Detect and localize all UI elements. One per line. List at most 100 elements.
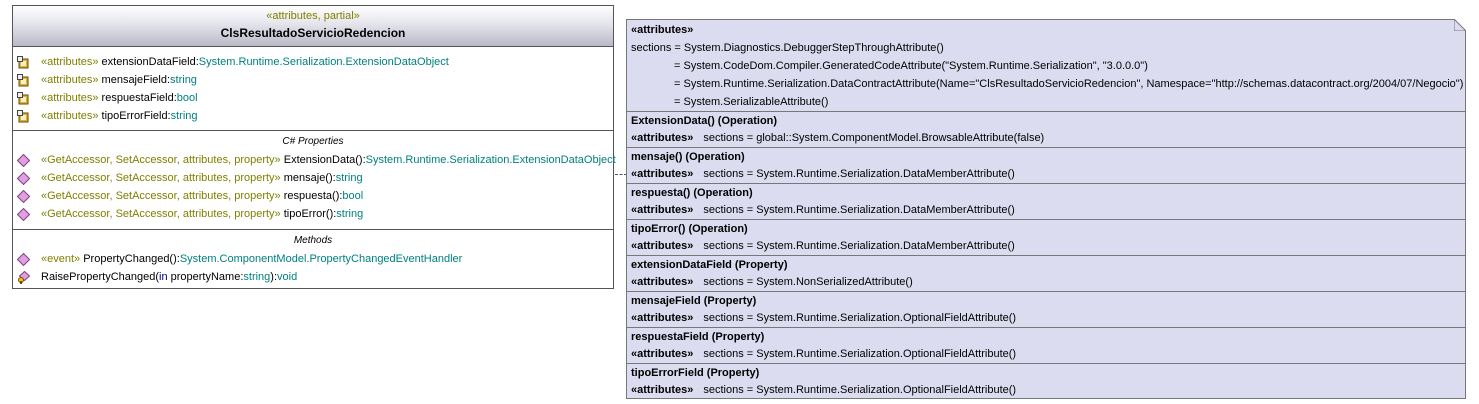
note-entry-stereotype: «attributes»: [631, 240, 694, 252]
property-type: string: [336, 208, 364, 220]
note-entry-stereotype: «attributes»: [631, 132, 694, 144]
field-name: respuestaField:: [98, 92, 177, 104]
private-field-lock-icon: [17, 92, 29, 105]
property-stereotype: «GetAccessor, SetAccessor, attributes, p…: [41, 154, 281, 166]
field-name: extensionDataField:: [98, 56, 199, 68]
note-connector: [615, 174, 627, 175]
private-field-lock-icon: [17, 110, 29, 123]
method-type: System.ComponentModel.PropertyChangedEve…: [179, 253, 463, 265]
note-entry-title: mensaje() (Operation): [627, 147, 1465, 165]
note-entry-stereotype: «attributes»: [631, 204, 694, 216]
property-type: bool: [342, 190, 364, 202]
note-entry-attribute: «attributes» sections = System.Runtime.Se…: [627, 309, 1465, 327]
private-method-icon: [18, 271, 30, 284]
note-top-section: «attributes» sections = System.Diagnosti…: [627, 20, 1465, 111]
note-entry-value: sections = System.Runtime.Serialization.…: [703, 168, 1015, 180]
note-entry-value: sections = System.Runtime.Serialization.…: [703, 348, 1017, 360]
property-diamond-icon: [17, 154, 30, 167]
field-type: System.Runtime.Serialization.ExtensionDa…: [198, 56, 449, 68]
property-type: System.Runtime.Serialization.ExtensionDa…: [365, 154, 616, 166]
property-stereotype: «GetAccessor, SetAccessor, attributes, p…: [41, 208, 281, 220]
note-line: = System.CodeDom.Compiler.GeneratedCodeA…: [674, 60, 1148, 72]
property-name: tipoError():: [280, 208, 337, 220]
param-direction: in: [159, 271, 168, 283]
field-stereotype: «attributes»: [41, 92, 99, 104]
event-diamond-icon: [17, 253, 30, 266]
field-row[interactable]: «attributes» respuestaField:bool: [13, 89, 613, 107]
property-row[interactable]: «GetAccessor, SetAccessor, attributes, p…: [13, 151, 616, 169]
note-entry-title: respuestaField (Property): [627, 327, 1465, 345]
property-diamond-icon: [17, 190, 30, 203]
method-stereotype: «event»: [41, 253, 81, 265]
return-type: void: [277, 271, 298, 283]
property-row[interactable]: «GetAccessor, SetAccessor, attributes, p…: [13, 169, 613, 187]
note-entry-value: sections = System.Runtime.Serialization.…: [703, 240, 1015, 252]
private-field-lock-icon: [17, 56, 29, 69]
property-stereotype: «GetAccessor, SetAccessor, attributes, p…: [41, 172, 281, 184]
field-name: tipoErrorField:: [98, 110, 171, 122]
note-entry-attribute: «attributes» sections = global::System.Co…: [627, 129, 1465, 147]
note-entry-value: sections = System.Runtime.Serialization.…: [703, 384, 1017, 396]
class-box[interactable]: «attributes, partial» ClsResultadoServic…: [12, 5, 616, 290]
note-line: = System.SerializableAttribute(): [674, 96, 829, 108]
method-close: ):: [270, 271, 278, 283]
note-entry-attribute: «attributes»sections = System.NonSeriali…: [627, 273, 1465, 291]
property-diamond-icon: [17, 172, 30, 185]
note-entry-title: tipoErrorField (Property): [627, 363, 1465, 381]
note-entry-title: respuesta() (Operation): [627, 183, 1465, 201]
method-name: RaisePropertyChanged(: [41, 271, 160, 283]
note-entry-title: tipoError() (Operation): [627, 219, 1465, 237]
field-type: string: [170, 110, 198, 122]
note-entry-stereotype: «attributes»: [631, 384, 694, 396]
field-row[interactable]: «attributes» mensajeField:string: [13, 71, 613, 89]
param-type: string: [243, 271, 271, 283]
note-line: = System.Runtime.Serialization.DataContr…: [674, 78, 1464, 90]
note-entry-attribute: «attributes» sections = System.Runtime.Se…: [627, 237, 1465, 255]
field-stereotype: «attributes»: [41, 74, 99, 86]
property-name: ExtensionData():: [280, 154, 366, 166]
property-row[interactable]: «GetAccessor, SetAccessor, attributes, p…: [13, 187, 613, 205]
methods-section: Methods «event» PropertyChanged():System…: [13, 230, 613, 290]
note-line: sections = System.Diagnostics.DebuggerSt…: [631, 42, 944, 54]
fields-section: «attributes» extensionDataField:System.R…: [13, 47, 613, 131]
note-entry-stereotype: «attributes»: [631, 348, 694, 360]
property-type: string: [335, 172, 363, 184]
field-row[interactable]: «attributes» tipoErrorField:string: [13, 107, 613, 125]
note-entry-title: extensionDataField (Property): [627, 255, 1465, 273]
note-entry-title: ExtensionData() (Operation): [627, 111, 1465, 129]
note-entries: ExtensionData() (Operation)«attributes»s…: [627, 111, 1465, 399]
note-entry-value: sections = System.Runtime.Serialization.…: [703, 312, 1017, 324]
method-row[interactable]: «event» PropertyChanged():System.Compone…: [13, 250, 613, 268]
property-stereotype: «GetAccessor, SetAccessor, attributes, p…: [41, 190, 281, 202]
class-name: ClsResultadoServicioRedencion: [220, 26, 406, 40]
field-type: string: [170, 74, 197, 86]
note-entry-attribute: «attributes» sections = System.Runtime.Se…: [627, 201, 1465, 219]
class-header: «attributes, partial» ClsResultadoServic…: [13, 6, 613, 47]
note-entry-stereotype: «attributes»: [631, 312, 694, 324]
note-entry-attribute: «attributes» sections = System.Runtime.Se…: [627, 345, 1465, 363]
field-stereotype: «attributes»: [41, 56, 99, 68]
note-entry-stereotype: «attributes»: [631, 168, 694, 180]
note-entry-attribute: «attributes» sections = System.Runtime.Se…: [627, 165, 1465, 183]
attributes-note[interactable]: «attributes» sections = System.Diagnosti…: [626, 19, 1466, 399]
class-stereotype: «attributes, partial»: [266, 10, 360, 22]
property-name: respuesta():: [280, 190, 343, 202]
note-entry-attribute: «attributes» sections = System.Runtime.Se…: [627, 381, 1465, 399]
property-diamond-icon: [17, 208, 30, 221]
note-entry-title: mensajeField (Property): [627, 291, 1465, 309]
field-type: bool: [176, 92, 198, 104]
note-entry-stereotype: «attributes»: [631, 276, 694, 288]
note-entry-value: sections = System.Runtime.Serialization.…: [703, 204, 1015, 216]
private-field-lock-icon: [17, 74, 29, 87]
method-name: PropertyChanged():: [80, 253, 180, 265]
properties-title: C# Properties: [282, 136, 344, 147]
field-name: mensajeField:: [98, 74, 171, 86]
method-row[interactable]: RaisePropertyChanged(in propertyName:str…: [13, 268, 613, 286]
note-corner-fold: [1454, 19, 1466, 31]
property-row[interactable]: «GetAccessor, SetAccessor, attributes, p…: [13, 205, 613, 223]
note-header: «attributes»: [631, 24, 694, 36]
field-row[interactable]: «attributes» extensionDataField:System.R…: [13, 53, 613, 71]
property-name: mensaje():: [280, 172, 336, 184]
methods-title: Methods: [293, 235, 333, 246]
note-entry-value: sections = global::System.ComponentModel…: [703, 132, 1045, 144]
